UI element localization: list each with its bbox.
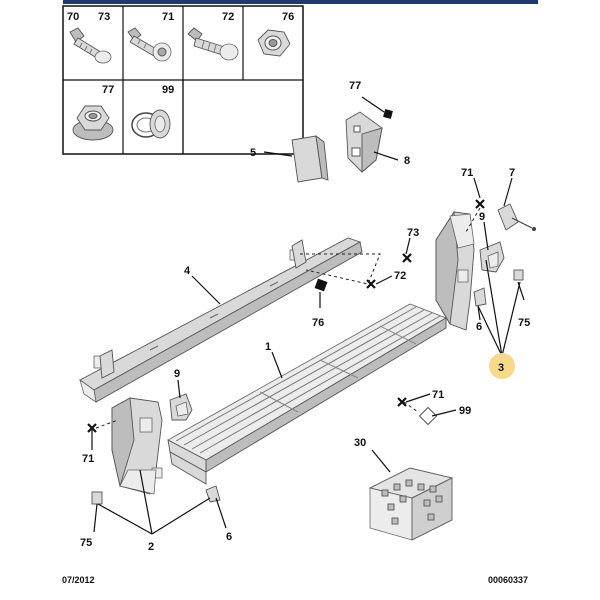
upper-rail-part-4 xyxy=(79,237,363,403)
callout-4: 4 xyxy=(184,265,191,277)
clip-front-part-9 xyxy=(169,393,193,421)
sill-step-part-1 xyxy=(167,303,447,485)
nut-marker-77-icon xyxy=(383,109,393,119)
dashed-line-71-mid xyxy=(403,401,419,413)
callout-76: 76 xyxy=(312,317,324,329)
dashed-line-71-rear xyxy=(465,207,481,233)
rear-end-cap-part-3 xyxy=(435,210,475,331)
dashed-line-73-72 xyxy=(300,253,381,285)
highlight-badge-part-3 xyxy=(489,353,515,379)
callout-72: 72 xyxy=(394,270,406,282)
callout-8: 8 xyxy=(404,155,410,167)
callout-71-mid: 71 xyxy=(432,389,444,401)
callout-71-rear: 71 xyxy=(461,167,473,179)
hardware-label-99: 99 xyxy=(162,84,174,96)
hardware-label-71: 71 xyxy=(162,11,174,23)
hardware-grid: 70 73 71 72 xyxy=(62,5,304,155)
flange-bolt-icon xyxy=(69,27,112,64)
clip-screw-part-7 xyxy=(497,203,536,231)
dashed-line-71-front xyxy=(95,419,119,429)
fastener-kit-part-30 xyxy=(368,467,454,541)
hardware-label-70: 70 xyxy=(67,11,79,23)
front-end-cap-part-2 xyxy=(111,397,163,495)
hardware-label-77: 77 xyxy=(102,84,114,96)
tab-rear-part-6 xyxy=(473,287,487,307)
callout-5: 5 xyxy=(250,147,256,159)
rubber-pad-part-5 xyxy=(291,134,329,183)
nut-marker-76-icon xyxy=(314,278,328,292)
callout-labels: 77 5 8 71 7 73 9 4 72 76 75 6 1 3 9 71 9… xyxy=(80,80,530,553)
grommet-part-99 xyxy=(418,406,438,426)
callout-3: 3 xyxy=(498,362,504,374)
footer-ref: 00060337 xyxy=(488,575,528,585)
header-bar xyxy=(63,0,538,4)
cap-front-part-75 xyxy=(91,491,103,505)
callout-75-front: 75 xyxy=(80,537,92,549)
callout-71-front: 71 xyxy=(82,453,94,465)
hex-nut-icon xyxy=(257,29,291,57)
washer-bolt-icon xyxy=(127,27,172,62)
callout-2: 2 xyxy=(148,541,154,553)
hardware-label-76: 76 xyxy=(282,11,294,23)
callout-9-rear: 9 xyxy=(479,211,485,223)
fastener-cross-markers xyxy=(87,199,485,433)
cap-rear-part-75 xyxy=(513,269,524,281)
clip-rear-part-9 xyxy=(479,241,505,273)
callout-6-rear: 6 xyxy=(476,321,482,333)
footer-date: 07/2012 xyxy=(62,575,95,585)
callout-77: 77 xyxy=(349,80,361,92)
hardware-label-73: 73 xyxy=(98,11,110,23)
callout-9-front: 9 xyxy=(174,368,180,380)
bracket-part-8 xyxy=(345,111,383,173)
plug-grommet-icon xyxy=(131,109,171,139)
flange-nut-icon xyxy=(72,105,114,141)
callout-30: 30 xyxy=(354,437,366,449)
callout-1: 1 xyxy=(265,341,271,353)
leader-lines xyxy=(91,96,525,535)
callout-6-front: 6 xyxy=(226,531,232,543)
callout-75-rear: 75 xyxy=(518,317,530,329)
hex-bolt-icon xyxy=(187,27,239,61)
hardware-label-72: 72 xyxy=(222,11,234,23)
callout-99: 99 xyxy=(459,405,471,417)
callout-73: 73 xyxy=(407,227,419,239)
callout-7: 7 xyxy=(509,167,515,179)
